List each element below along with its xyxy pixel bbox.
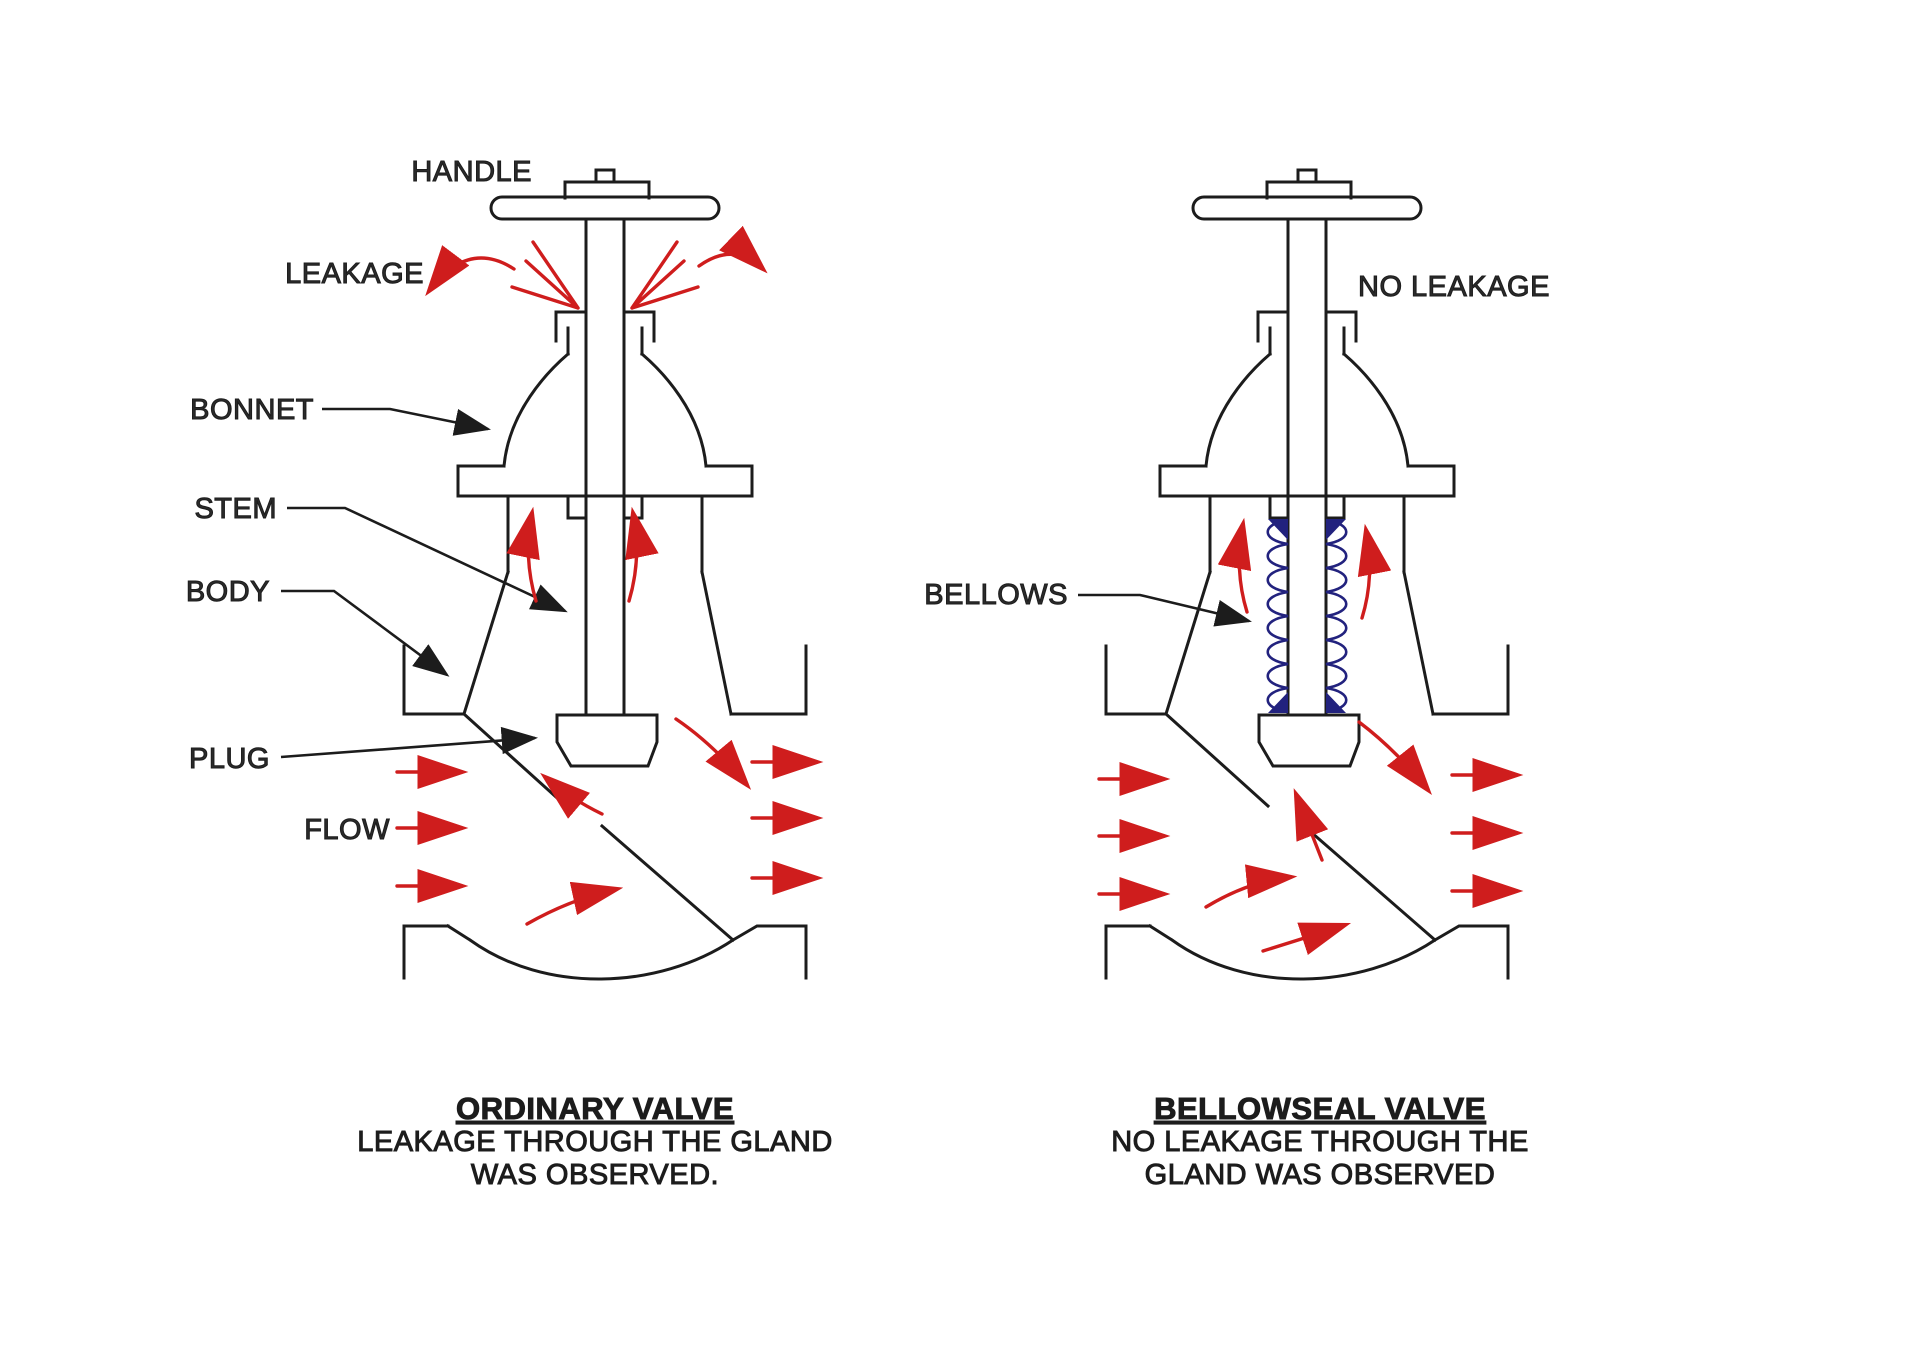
- leakage-arrow-right: [697, 225, 768, 274]
- ordinary-valve-outline: [402, 168, 808, 981]
- rising-arrow-left-of-stem: [506, 506, 540, 603]
- body-leader-line: [281, 589, 450, 677]
- no-leakage-label: NO LEAKAGE: [1358, 271, 1550, 303]
- ordinary-valve-caption-line2: WAS OBSERVED.: [471, 1159, 719, 1191]
- flow-label: FLOW: [304, 814, 390, 846]
- bellows-coil-right: [1325, 518, 1348, 714]
- bellowseal-valve-caption-line2: GLAND WAS OBSERVED: [1145, 1159, 1496, 1191]
- bellows-leader-line: [1078, 593, 1252, 627]
- leakage-spray-right: [630, 240, 700, 310]
- ordinary-valve-caption-line1: LEAKAGE THROUGH THE GLAND: [357, 1126, 833, 1158]
- flow-arrow-to-outlet: [1357, 720, 1432, 795]
- flow-arrow-bottom-2: [1261, 922, 1352, 955]
- rising-arrow-right-of-bellows: [1357, 523, 1392, 620]
- stem-label: STEM: [194, 493, 277, 525]
- handle-label: HANDLE: [411, 156, 532, 188]
- leakage-label: LEAKAGE: [285, 258, 424, 290]
- ordinary-valve: HANDLE LEAKAGE BONNET STEM BODY PLUG FLO…: [185, 156, 833, 1192]
- rising-arrow-left-of-bellows: [1217, 517, 1252, 614]
- leakage-arrow-left: [425, 245, 516, 297]
- bellowseal-valve-caption-title: BELLOWSEAL VALVE: [1154, 1091, 1486, 1126]
- rising-arrow-right-of-stem: [625, 506, 659, 603]
- stem-leader-line: [287, 506, 568, 613]
- bellows-label: BELLOWS: [924, 579, 1068, 611]
- ordinary-valve-red-arrows: [395, 225, 824, 926]
- bellowseal-valve: NO LEAKAGE BELLOWS BELLOWSEAL VALVE NO L…: [924, 168, 1550, 1192]
- ordinary-valve-leaders: [280, 407, 568, 759]
- flow-arrow-bottom-1: [1204, 864, 1298, 909]
- body-label: BODY: [186, 576, 270, 608]
- flow-arrow-to-outlet: [674, 717, 752, 790]
- leakage-spray-left: [510, 240, 580, 310]
- flow-arrow-up-through-seat: [1293, 788, 1329, 862]
- bellowseal-valve-red-arrows: [1097, 517, 1524, 955]
- bonnet-label: BONNET: [190, 394, 314, 426]
- bellowseal-valve-leaders: [1078, 593, 1252, 627]
- bellows-end-seals: [1268, 519, 1346, 713]
- bonnet-leader-line: [322, 407, 491, 436]
- flow-arrow-bottom: [525, 881, 624, 926]
- bellows-assembly: [1266, 518, 1348, 714]
- ordinary-valve-caption-title: ORDINARY VALVE: [456, 1091, 734, 1126]
- flow-arrow-under-plug: [540, 772, 604, 819]
- plug-leader-line: [280, 726, 539, 759]
- bellows-coil-left: [1266, 518, 1289, 714]
- plug-label: PLUG: [189, 743, 270, 775]
- bellowseal-valve-caption-line1: NO LEAKAGE THROUGH THE: [1111, 1126, 1529, 1158]
